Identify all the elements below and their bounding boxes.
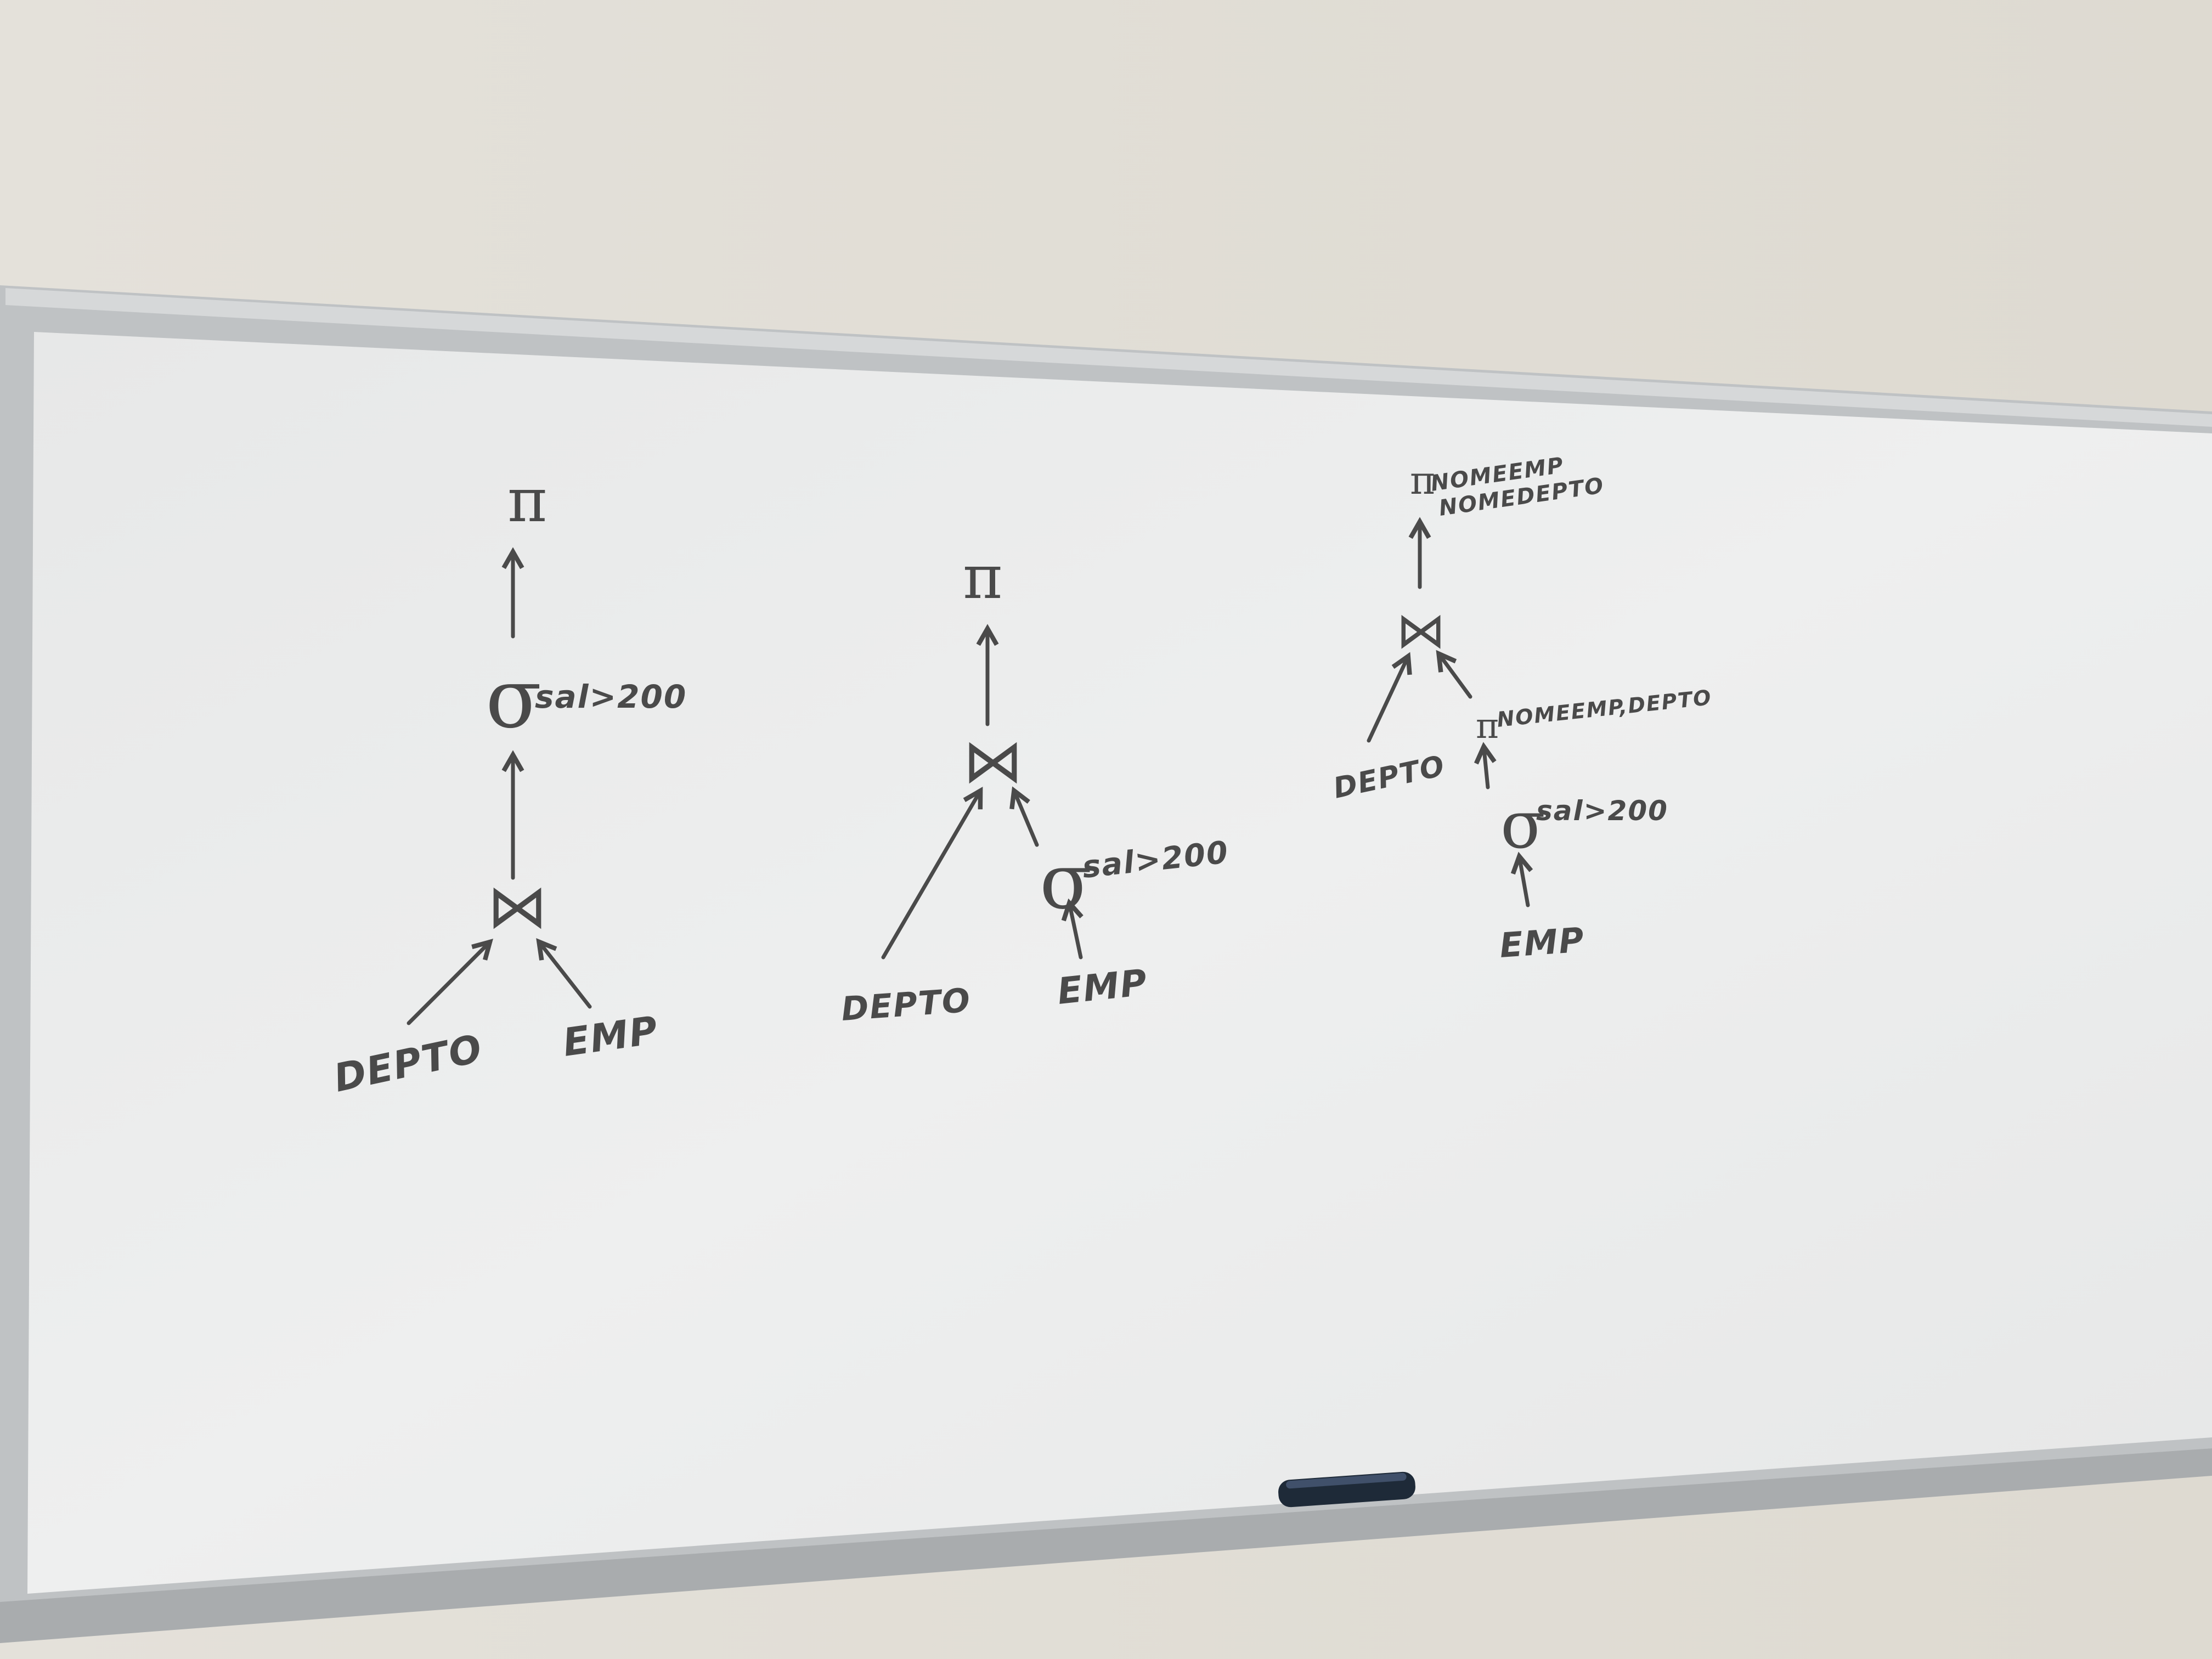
tree2-edge-left-join (881, 787, 983, 960)
marker-tray (0, 1448, 2212, 1643)
tree-1: π σ sal>200 ⋈ DEPTO EMP (330, 465, 687, 1101)
tree3-join-symbol: ⋈ (1396, 602, 1446, 659)
tree3-select-condition: sal>200 (1536, 795, 1668, 827)
tree3-edge-inner-join (1436, 650, 1472, 699)
eraser (1278, 1471, 1415, 1508)
tree1-select-symbol: σ (486, 651, 541, 747)
tree2-project-symbol: π (963, 542, 1002, 612)
frame-top-edge (5, 288, 2212, 427)
tree1-project-symbol: π (507, 465, 547, 535)
tree3-project-top-symbol: π (1410, 458, 1435, 503)
tree3-project-inner-symbol: π (1476, 706, 1499, 747)
tree3-leaf-emp: EMP (1498, 919, 1586, 966)
whiteboard-surface (27, 332, 2212, 1594)
tree3-edge-emp-select (1510, 851, 1533, 907)
tree1-select-condition: sal>200 (535, 678, 687, 715)
tree3-edge-left-join (1367, 652, 1412, 743)
tree-2: π ⋈ σ sal>200 DEPTO EMP (840, 542, 1231, 1029)
tree2-edge-select-join (1009, 786, 1039, 847)
tree1-edge-right-join (536, 938, 592, 1009)
tree3-select-symbol: σ (1500, 787, 1545, 864)
tree1-edge-left-join (407, 939, 493, 1025)
tree2-leaf-depto: DEPTO (840, 981, 972, 1029)
tree2-edge-emp-select (1061, 898, 1084, 960)
tree2-join-symbol: ⋈ (963, 726, 1023, 796)
tree3-edge-select-inner (1474, 742, 1497, 789)
tree2-leaf-emp: EMP (1056, 961, 1150, 1013)
tree1-join-symbol: ⋈ (487, 871, 548, 941)
